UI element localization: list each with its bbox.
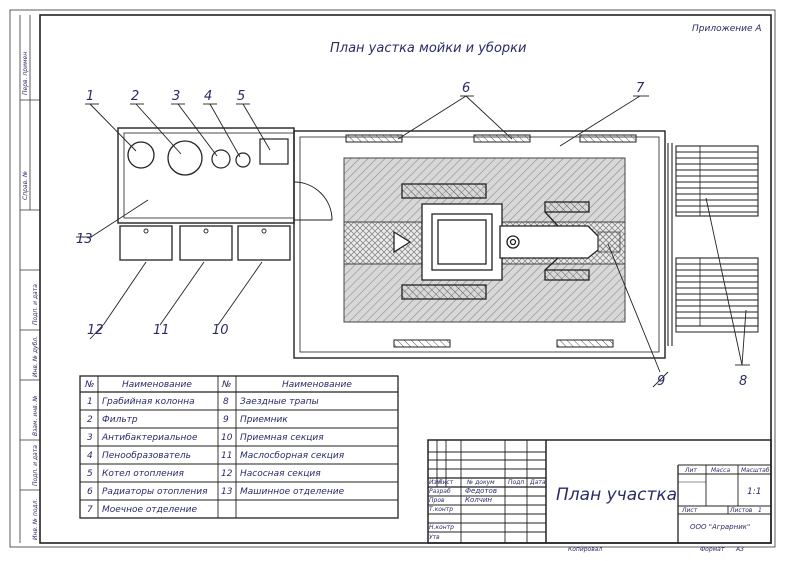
callout-9: 9 (657, 374, 665, 389)
side-label-podp-2: Подп. и дата (32, 445, 39, 486)
legend-name: Антибактериальное (101, 433, 198, 443)
callout-4: 4 (204, 89, 212, 104)
legend-header-num-2: № (221, 380, 231, 390)
legend-name: Насосная секция (240, 469, 321, 479)
callout-6: 6 (462, 81, 470, 96)
tb-razrab: Разраб (429, 488, 451, 495)
tb-scale-value: 1:1 (747, 487, 761, 497)
callout-13: 13 (76, 232, 93, 247)
side-label-vzam: Взам. инв. № (32, 395, 39, 436)
legend-header-name-2: Наименование (282, 380, 352, 390)
legend-table: № Наименование № Наименование 1 Грабийна… (84, 380, 352, 515)
legend-name: Радиаторы отопления (102, 487, 208, 497)
ramp-end (675, 317, 759, 333)
legend-table-grid (79, 375, 399, 519)
legend-name: Котел отопления (102, 469, 184, 479)
leader-lines (76, 95, 750, 388)
tb-data: Дата (529, 479, 546, 486)
legend-name: Фильтр (102, 415, 138, 425)
legend-name: Пенообразователь (102, 451, 191, 461)
tb-tkontr: Т.контр (429, 506, 453, 513)
side-label-podp-1: Подп. и дата (32, 284, 39, 325)
legend-num: 7 (87, 505, 93, 515)
callout-1: 1 (86, 89, 94, 104)
inner-frame (39, 14, 772, 544)
tb-razrab-name: Федотов (465, 487, 497, 495)
tb-prov: Пров (429, 497, 445, 504)
legend-num: 10 (221, 433, 233, 443)
tb-sheets: Листов (729, 507, 753, 514)
tb-masshtab: Масштаб (741, 467, 770, 474)
machine-room (117, 127, 295, 224)
legend-num: 4 (87, 451, 93, 461)
side-label-inv-dubl: Инв. № дубл. (32, 336, 39, 377)
legend-name: Машинное отделение (240, 487, 345, 497)
legend-name: Грабийная колонна (102, 397, 195, 407)
left-margin-stamp (19, 15, 40, 543)
legend-num: 8 (223, 397, 229, 407)
treatment-sections (119, 225, 291, 261)
legend-name: Заездные трапы (240, 397, 319, 407)
tb-izm: Изм (429, 479, 442, 486)
legend-name: Моечное отделение (102, 505, 197, 515)
legend-num: 6 (87, 487, 93, 497)
tb-format-value: А3 (735, 546, 744, 553)
callout-10: 10 (212, 323, 229, 338)
legend-num: 5 (87, 469, 93, 479)
tb-org: ООО "Аграрник" (690, 523, 750, 531)
tb-sheet: Лист (681, 507, 698, 514)
outer-frame (9, 9, 776, 548)
entry-ramps (667, 143, 759, 346)
legend-header-name-1: Наименование (122, 380, 192, 390)
tb-utv: Утв (429, 534, 440, 541)
side-label-inv-podl: Инв. № подл. (32, 499, 39, 540)
callout-12: 12 (87, 323, 104, 338)
tb-podp: Подп (508, 479, 524, 486)
legend-num: 9 (223, 415, 229, 425)
legend-name: Приемник (240, 415, 288, 425)
tb-sheets-value: 1 (758, 507, 762, 514)
appendix-label: Приложение А (692, 24, 762, 34)
callout-numbers: 1 2 3 4 5 6 7 8 9 10 11 12 13 (76, 81, 747, 389)
radiators (345, 134, 637, 348)
tb-format: Формат (700, 546, 725, 553)
title-block-grid (427, 439, 772, 544)
callout-11: 11 (153, 323, 170, 338)
legend-num: 11 (221, 451, 232, 461)
tb-copied: Копировал (568, 546, 602, 553)
callout-7: 7 (636, 81, 645, 96)
callout-2: 2 (131, 89, 139, 104)
legend-name: Приемная секция (240, 433, 324, 443)
left-margin-labels: Перв. примен Справ. № Подп. и дата Инв. … (22, 52, 39, 540)
callout-5: 5 (237, 89, 245, 104)
legend-num: 2 (87, 415, 93, 425)
tb-prov-name: Колчин (465, 496, 492, 504)
side-label-perv: Перв. примен (22, 52, 29, 95)
tractor (393, 183, 599, 300)
legend-num: 1 (87, 397, 93, 407)
tb-doc: № докум (466, 479, 495, 486)
title-block: Изм Лист № докум Подп Дата Разраб Пров Т… (429, 467, 770, 553)
legend-name: Маслосборная секция (240, 451, 345, 461)
side-label-sprav: Справ. № (22, 171, 29, 200)
legend-num: 13 (221, 487, 233, 497)
tb-massa: Масса (711, 467, 730, 474)
legend-header-num-1: № (84, 380, 94, 390)
callout-8: 8 (739, 374, 747, 389)
plan-title: План уастка мойки и уборки (330, 41, 526, 56)
tb-drawing-title: План участка (556, 485, 677, 505)
tb-lit: Лит (684, 467, 697, 474)
tb-list: Лист (437, 479, 454, 486)
tb-nkontr: Н.контр (429, 524, 454, 531)
receiver (597, 231, 621, 253)
callout-3: 3 (172, 89, 180, 104)
legend-num: 12 (221, 469, 233, 479)
legend-num: 3 (87, 433, 93, 443)
